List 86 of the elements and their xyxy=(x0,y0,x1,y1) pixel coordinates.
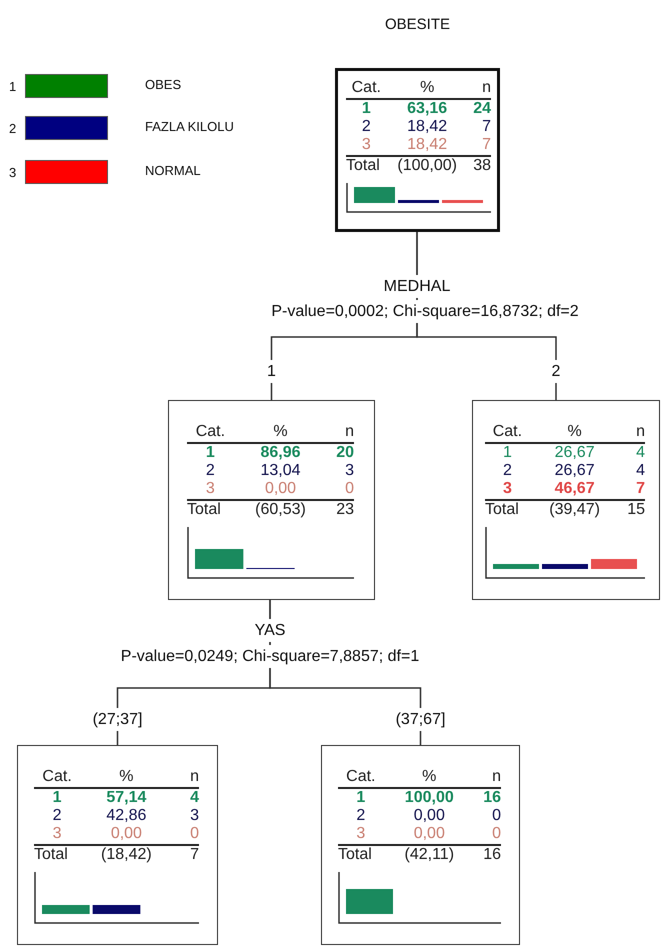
table-header: Cat. xyxy=(41,768,73,786)
table-header: % xyxy=(421,768,438,786)
legend-number: 2 xyxy=(9,121,16,136)
tree-node-box xyxy=(168,400,375,600)
count-value: 7 xyxy=(635,480,645,498)
total-label: Total xyxy=(485,501,520,519)
count-value: 20 xyxy=(335,444,354,462)
table-header: Cat. xyxy=(492,423,524,441)
category-number: 1 xyxy=(204,444,216,462)
percent-value: 26,67 xyxy=(554,444,596,462)
table-header: n xyxy=(491,768,501,786)
total-label: Total xyxy=(34,846,69,864)
percent-value: 26,67 xyxy=(554,462,596,480)
total-count: 7 xyxy=(189,846,199,864)
category-number: 3 xyxy=(52,825,63,843)
total-count: 16 xyxy=(482,846,501,864)
percent-value: 63,16 xyxy=(406,100,448,118)
count-value: 0 xyxy=(189,825,199,843)
category-number: 1 xyxy=(360,100,372,118)
count-value: 7 xyxy=(481,136,491,154)
count-value: 16 xyxy=(482,789,501,807)
count-value: 4 xyxy=(635,444,645,462)
tree-node-box xyxy=(321,745,520,945)
legend-number: 1 xyxy=(9,79,16,94)
count-value: 4 xyxy=(189,789,199,807)
percent-value: 100,00 xyxy=(404,789,455,807)
total-percent: (18,42) xyxy=(100,846,153,864)
legend-text: OBES xyxy=(145,77,182,92)
percent-value: 46,67 xyxy=(554,480,596,498)
category-number: 1 xyxy=(52,789,63,807)
table-header: Cat. xyxy=(194,423,226,441)
count-value: 3 xyxy=(189,807,199,825)
node-heading: OBESITE xyxy=(384,16,450,33)
category-number: 2 xyxy=(502,462,513,480)
legend-text: NORMAL xyxy=(145,163,201,178)
table-header: n xyxy=(189,768,199,786)
category-number: 2 xyxy=(360,118,372,136)
percent-value: 18,42 xyxy=(406,118,448,136)
category-number: 2 xyxy=(204,462,216,480)
total-label: Total xyxy=(346,157,381,175)
category-number: 3 xyxy=(502,480,513,498)
percent-value: 13,04 xyxy=(259,462,302,480)
total-percent: (100,00) xyxy=(396,157,458,175)
category-number: 2 xyxy=(355,807,366,825)
count-value: 3 xyxy=(344,462,354,480)
percent-value: 42,86 xyxy=(105,807,148,825)
category-number: 2 xyxy=(52,807,63,825)
table-header: n xyxy=(635,423,645,441)
count-value: 24 xyxy=(472,100,491,118)
percent-value: 0,00 xyxy=(110,825,143,843)
percent-value: 0,00 xyxy=(412,825,446,843)
table-header: % xyxy=(118,768,134,786)
percent-value: 0,00 xyxy=(412,807,446,825)
table-header: % xyxy=(419,79,436,97)
percent-value: 18,42 xyxy=(406,136,448,154)
category-number: 3 xyxy=(360,136,372,154)
table-header: Cat. xyxy=(350,79,382,97)
table-header: % xyxy=(272,423,289,441)
category-number: 3 xyxy=(204,480,216,498)
count-value: 0 xyxy=(491,807,501,825)
total-percent: (60,53) xyxy=(254,501,307,519)
category-number: 3 xyxy=(355,825,366,843)
table-header: n xyxy=(344,423,354,441)
table-header: n xyxy=(481,79,491,97)
total-count: 23 xyxy=(335,501,354,519)
count-value: 0 xyxy=(344,480,354,498)
legend-text: FAZLA KILOLU xyxy=(145,119,234,134)
count-value: 4 xyxy=(635,462,645,480)
percent-value: 57,14 xyxy=(105,789,148,807)
table-header: Cat. xyxy=(345,768,376,786)
category-number: 1 xyxy=(502,444,513,462)
legend-number: 3 xyxy=(9,165,16,180)
tree-node-box xyxy=(17,745,218,945)
tree-node-box xyxy=(472,400,660,600)
percent-value: 86,96 xyxy=(259,444,302,462)
total-count: 38 xyxy=(472,157,491,175)
count-value: 0 xyxy=(491,825,501,843)
category-number: 1 xyxy=(355,789,366,807)
total-count: 15 xyxy=(626,501,645,519)
total-percent: (42,11) xyxy=(404,846,456,864)
percent-value: 0,00 xyxy=(264,480,298,498)
table-header: % xyxy=(566,423,583,441)
total-percent: (39,47) xyxy=(548,501,601,519)
count-value: 7 xyxy=(481,118,491,136)
total-label: Total xyxy=(187,501,222,519)
total-label: Total xyxy=(338,846,373,864)
